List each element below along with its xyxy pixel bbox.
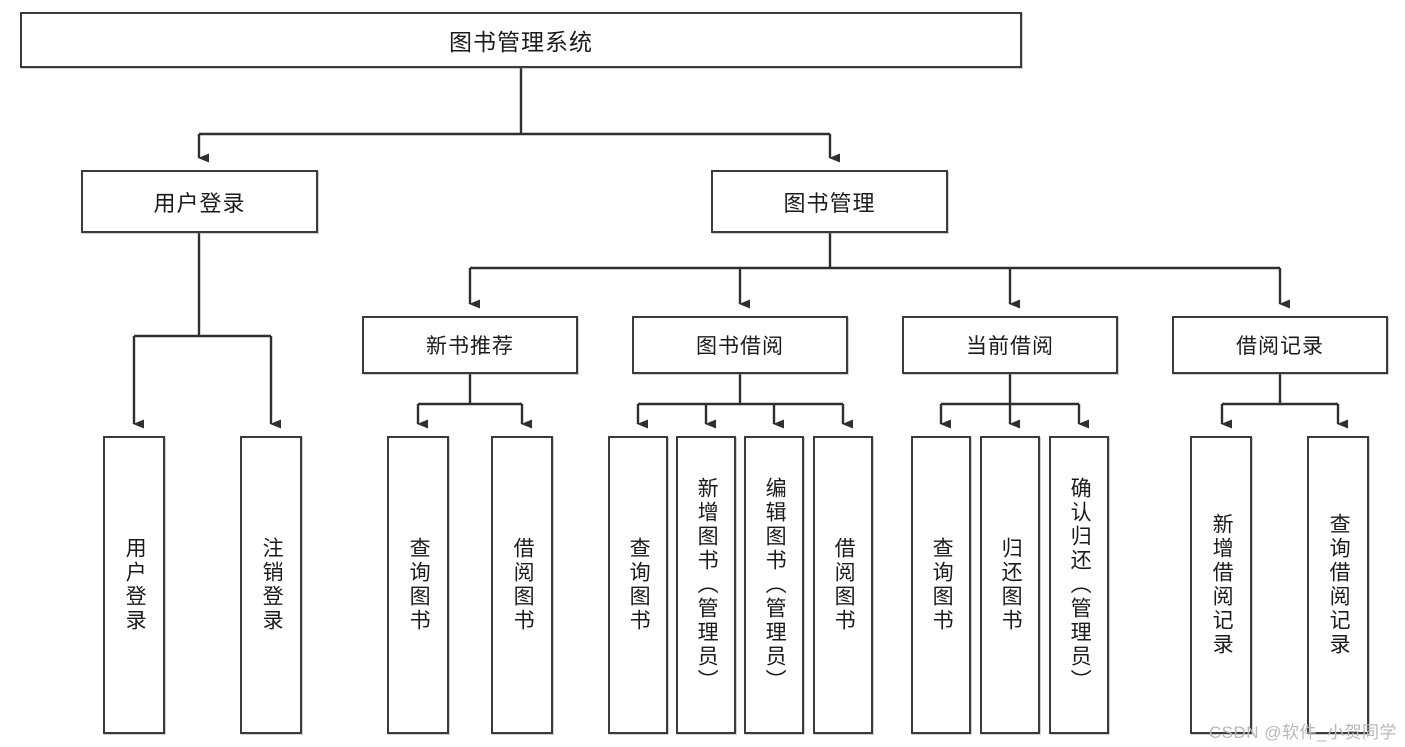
leaf-current-borrow-return[interactable]: 归还图书	[980, 436, 1040, 734]
node-root-label: 图书管理系统	[449, 29, 593, 55]
node-user-login-label: 用户登录	[153, 190, 246, 216]
node-root-system[interactable]: 图书管理系统	[20, 12, 1022, 68]
node-user-login[interactable]: 用户登录	[81, 170, 318, 233]
node-book-borrow-label: 图书借阅	[696, 335, 784, 358]
leaf-label: 借阅图书	[511, 537, 535, 633]
leaf-label: 借阅图书	[832, 537, 856, 633]
leaf-borrow-record-add[interactable]: 新增借阅记录	[1190, 436, 1252, 734]
leaf-book-borrow-borrow[interactable]: 借阅图书	[813, 436, 873, 734]
leaf-new-book-query[interactable]: 查询图书	[387, 436, 449, 734]
leaf-label: 用户登录	[123, 537, 147, 633]
leaf-book-borrow-edit[interactable]: 编辑图书（管理员）	[744, 436, 804, 734]
leaf-borrow-record-query[interactable]: 查询借阅记录	[1307, 436, 1369, 734]
node-current-borrow-label: 当前借阅	[966, 335, 1054, 358]
node-new-book-recommend[interactable]: 新书推荐	[362, 316, 578, 374]
leaf-current-borrow-confirm-return[interactable]: 确认归还（管理员）	[1049, 436, 1109, 734]
node-new-book-recommend-label: 新书推荐	[426, 335, 514, 358]
leaf-label: 查询图书	[930, 537, 954, 633]
leaf-current-borrow-query[interactable]: 查询图书	[911, 436, 971, 734]
node-current-borrow[interactable]: 当前借阅	[902, 316, 1118, 374]
leaf-user-login-login[interactable]: 用户登录	[103, 436, 165, 734]
leaf-label: 归还图书	[999, 537, 1023, 633]
node-borrow-record[interactable]: 借阅记录	[1172, 316, 1388, 374]
leaf-label: 新增图书（管理员）	[695, 477, 719, 693]
leaf-label: 新增借阅记录	[1210, 513, 1234, 657]
leaf-label: 查询图书	[627, 537, 651, 633]
node-book-management-label: 图书管理	[783, 190, 876, 216]
leaf-label: 查询图书	[407, 537, 431, 633]
node-book-borrow[interactable]: 图书借阅	[632, 316, 848, 374]
leaf-book-borrow-query[interactable]: 查询图书	[608, 436, 668, 734]
node-borrow-record-label: 借阅记录	[1236, 335, 1324, 358]
leaf-label: 查询借阅记录	[1327, 513, 1351, 657]
leaf-label: 注销登录	[260, 537, 284, 633]
leaf-label: 编辑图书（管理员）	[763, 477, 787, 693]
node-book-management[interactable]: 图书管理	[711, 170, 948, 233]
leaf-user-login-logout[interactable]: 注销登录	[240, 436, 302, 734]
leaf-new-book-borrow[interactable]: 借阅图书	[491, 436, 553, 734]
leaf-book-borrow-add[interactable]: 新增图书（管理员）	[676, 436, 736, 734]
leaf-label: 确认归还（管理员）	[1068, 477, 1092, 693]
csdn-watermark: CSDN @软件_小贺同学	[1208, 723, 1397, 742]
